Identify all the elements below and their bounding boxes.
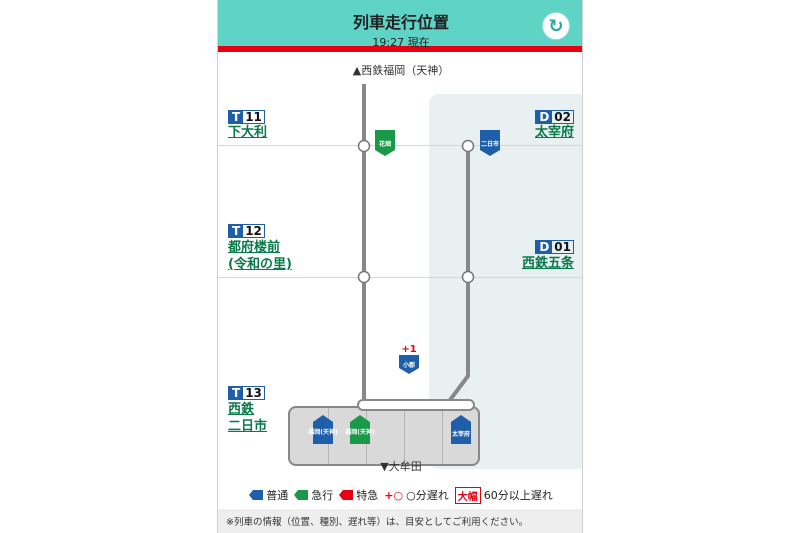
dazaifu-line-track [448,146,470,402]
legend-express: 急行 [294,487,333,503]
station-code-d02: D 02 [535,110,574,124]
platform-connector [357,399,475,411]
svg-text:花畑: 花畑 [379,140,391,148]
svg-text:小郡: 小郡 [402,361,415,369]
train-fukuoka-express[interactable]: 福岡(天神) [344,415,375,444]
legend-local: 普通 [249,487,288,503]
direction-south: ▼大牟田 [380,460,422,473]
station-name-d01[interactable]: 西鉄五条 [521,256,574,271]
header-bar: 列車走行位置 19:27 現在 ↻ [218,0,582,52]
station-node-t11[interactable] [357,139,371,153]
refresh-button[interactable]: ↻ [542,12,570,40]
refresh-icon: ↻ [548,15,564,37]
station-name-t12[interactable]: 都府楼前 (令和の里) [228,240,292,272]
footer-note: ※列車の情報（位置、種別、遅れ等）は、目安としてご利用ください。 [218,509,582,533]
station-name-t11[interactable]: 下大利 [228,125,268,140]
station-node-t12[interactable] [357,270,371,284]
express-flag-icon [294,490,309,500]
legend-delay: +○ ○分遅れ [384,488,449,503]
train-fukuoka-local[interactable]: 福岡(天神) [307,415,338,444]
svg-text:福岡(天神): 福岡(天神) [307,428,338,436]
station-node-d02[interactable] [461,139,475,153]
station-line-t12 [218,277,582,278]
train-hanahata[interactable]: 花畑 [375,130,395,156]
station-name-d02[interactable]: 太宰府 [534,125,574,140]
route-diagram: ▲西鉄福岡（天神） T 11 下大利 T 12 都府楼前 (令和の里) T 13… [218,58,582,473]
station-name-t13[interactable]: 西鉄 二日市 [228,402,268,434]
svg-text:+1: +1 [401,344,416,355]
track-svg: 花畑 二日市 +1 小郡 福岡(天神) 福岡(天神) [307,84,500,444]
local-flag-icon [249,490,264,500]
station-code-t12: T 12 [228,224,265,238]
station-code-d01: D 01 [535,240,574,254]
train-ogori[interactable]: +1 小郡 [399,344,419,374]
update-time: 19:27 現在 [372,36,430,49]
direction-north: ▲西鉄福岡（天神） [352,64,450,77]
station-code-t11: T 11 [228,110,265,124]
station-code-t13: T 13 [228,386,265,400]
svg-text:太宰府: 太宰府 [451,430,470,438]
train-dazaifu[interactable]: 太宰府 [451,415,471,444]
train-position-screen: 列車走行位置 19:27 現在 ↻ ▲西鉄福岡（天神） T 11 下大利 T 1… [217,0,583,533]
legend-big-delay: 大幅 60分以上遅れ [454,486,553,504]
legend: 普通 急行 特急 +○ ○分遅れ 大幅 60分以上遅れ [218,483,582,507]
station-line-t11 [218,145,582,146]
svg-text:福岡(天神): 福岡(天神) [344,428,375,436]
limited-flag-icon [339,490,354,500]
station-node-d01[interactable] [461,270,475,284]
legend-limited: 特急 [339,487,378,503]
train-futsukaichi[interactable]: 二日市 [480,130,500,156]
page-title: 列車走行位置 [352,13,449,32]
svg-text:二日市: 二日市 [481,140,499,148]
